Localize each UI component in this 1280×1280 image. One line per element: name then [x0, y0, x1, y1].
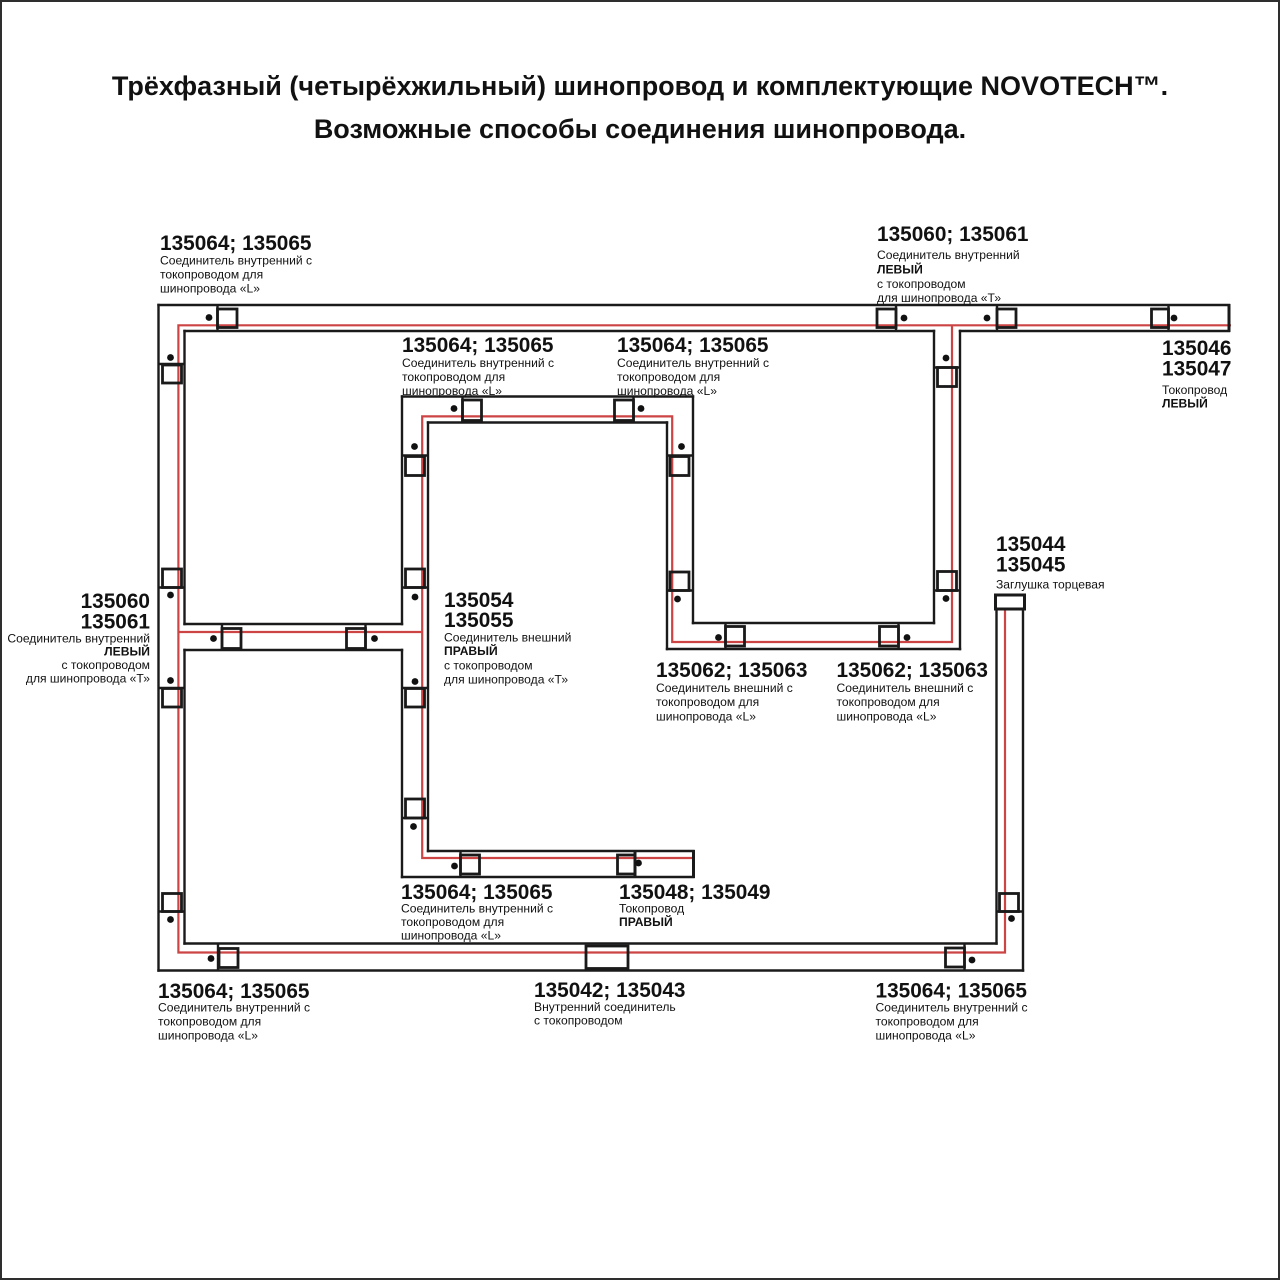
svg-text:ЛЕВЫЙ: ЛЕВЫЙ — [104, 644, 150, 659]
svg-text:135045: 135045 — [996, 554, 1065, 577]
svg-text:Возможные способы соединения ш: Возможные способы соединения шинопровода… — [314, 114, 966, 144]
svg-text:ПРАВЫЙ: ПРАВЫЙ — [444, 643, 498, 658]
svg-text:Токопровод: Токопровод — [1162, 383, 1227, 397]
svg-text:Соединитель внутренний с: Соединитель внутренний с — [158, 1001, 310, 1015]
svg-text:токопроводом для: токопроводом для — [158, 1015, 261, 1029]
svg-text:для шинопровода «Т»: для шинопровода «Т» — [877, 291, 1001, 305]
svg-text:135064; 135065: 135064; 135065 — [158, 980, 310, 1003]
svg-text:135064; 135065: 135064; 135065 — [876, 980, 1028, 1003]
svg-text:токопроводом для: токопроводом для — [837, 695, 940, 709]
svg-text:Заглушка торцевая: Заглушка торцевая — [996, 578, 1105, 592]
svg-text:токопроводом для: токопроводом для — [401, 915, 504, 929]
svg-text:135064; 135065: 135064; 135065 — [401, 881, 553, 904]
svg-text:Соединитель внутренний с: Соединитель внутренний с — [617, 356, 769, 370]
svg-text:135064; 135065: 135064; 135065 — [617, 334, 769, 357]
svg-text:Соединитель внутренний: Соединитель внутренний — [877, 248, 1020, 262]
svg-text:шинопровода «L»: шинопровода «L» — [160, 282, 260, 296]
svg-text:135060; 135061: 135060; 135061 — [877, 223, 1029, 246]
svg-text:135062; 135063: 135062; 135063 — [837, 659, 989, 682]
svg-text:Соединитель внутренний с: Соединитель внутренний с — [401, 902, 553, 916]
svg-text:шинопровода «L»: шинопровода «L» — [876, 1029, 976, 1043]
svg-text:токопроводом для: токопроводом для — [656, 695, 759, 709]
svg-text:токопроводом для: токопроводом для — [402, 370, 505, 384]
svg-text:Токопровод: Токопровод — [619, 902, 684, 916]
svg-text:135055: 135055 — [444, 609, 513, 632]
svg-text:ЛЕВЫЙ: ЛЕВЫЙ — [877, 262, 923, 277]
svg-text:Трёхфазный (четырёхжильный) ши: Трёхфазный (четырёхжильный) шинопровод и… — [112, 71, 1168, 101]
svg-text:токопроводом для: токопроводом для — [160, 268, 263, 282]
svg-text:135054: 135054 — [444, 589, 514, 612]
svg-text:135064; 135065: 135064; 135065 — [160, 232, 312, 255]
svg-text:Соединитель внутренний с: Соединитель внутренний с — [402, 356, 554, 370]
svg-text:с токопроводом: с токопроводом — [534, 1014, 623, 1028]
svg-text:шинопровода «L»: шинопровода «L» — [402, 384, 502, 398]
svg-text:Соединитель внешний с: Соединитель внешний с — [656, 681, 793, 695]
svg-text:Внутренний соединитель: Внутренний соединитель — [534, 1000, 676, 1014]
svg-text:135046: 135046 — [1162, 337, 1231, 360]
svg-text:135060: 135060 — [81, 590, 150, 613]
svg-text:Соединитель внешний: Соединитель внешний — [444, 631, 571, 645]
svg-text:135061: 135061 — [81, 611, 150, 634]
svg-text:шинопровода «L»: шинопровода «L» — [837, 710, 937, 724]
svg-text:шинопровода «L»: шинопровода «L» — [401, 929, 501, 943]
svg-text:Соединитель внутренний с: Соединитель внутренний с — [160, 254, 312, 268]
svg-text:с токопроводом: с токопроводом — [444, 659, 533, 673]
svg-text:Соединитель внешний с: Соединитель внешний с — [837, 681, 974, 695]
svg-text:135062; 135063: 135062; 135063 — [656, 659, 808, 682]
svg-text:135048; 135049: 135048; 135049 — [619, 881, 771, 904]
svg-text:ПРАВЫЙ: ПРАВЫЙ — [619, 914, 673, 929]
svg-text:135042; 135043: 135042; 135043 — [534, 979, 686, 1002]
svg-text:для шинопровода «Т»: для шинопровода «Т» — [26, 672, 150, 686]
svg-text:шинопровода «L»: шинопровода «L» — [158, 1029, 258, 1043]
svg-text:135047: 135047 — [1162, 358, 1231, 381]
svg-text:шинопровода «L»: шинопровода «L» — [656, 710, 756, 724]
svg-text:Соединитель внутренний с: Соединитель внутренний с — [876, 1001, 1028, 1015]
svg-text:токопроводом для: токопроводом для — [617, 370, 720, 384]
svg-text:Соединитель внутренний: Соединитель внутренний — [7, 632, 150, 646]
svg-text:135064; 135065: 135064; 135065 — [402, 334, 554, 357]
svg-text:ЛЕВЫЙ: ЛЕВЫЙ — [1162, 396, 1208, 411]
svg-text:135044: 135044 — [996, 533, 1066, 556]
svg-text:с токопроводом: с токопроводом — [61, 658, 150, 672]
svg-text:токопроводом для: токопроводом для — [876, 1015, 979, 1029]
svg-text:с токопроводом: с токопроводом — [877, 277, 966, 291]
svg-text:шинопровода «L»: шинопровода «L» — [617, 384, 717, 398]
svg-text:для шинопровода «Т»: для шинопровода «Т» — [444, 673, 568, 687]
